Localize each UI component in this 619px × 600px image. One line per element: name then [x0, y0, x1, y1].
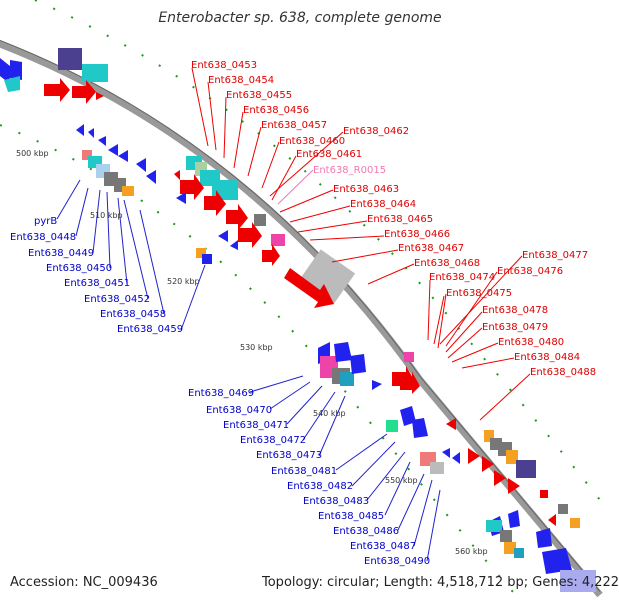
gene-label: Ent638_0478 [482, 305, 548, 316]
gene-label: Ent638_0465 [367, 214, 433, 225]
gene-label: Ent638_0468 [414, 258, 480, 269]
gene-label: Ent638_0452 [84, 294, 150, 305]
reverse-labels-upper: pyrB Ent638_0448 Ent638_0449 Ent638_0450… [10, 216, 183, 335]
gene-label: Ent638_0481 [271, 466, 337, 477]
gene-label: Ent638_0450 [46, 263, 112, 274]
reverse-genes [0, 58, 596, 592]
topology-text: Topology: circular; Length: 4,518,712 bp… [262, 575, 619, 590]
gene-label: Ent638_0483 [303, 496, 369, 507]
leader-line-rna [277, 169, 314, 205]
kbp-label: 520 kbp [167, 277, 200, 286]
kbp-label: 510 kbp [90, 211, 123, 220]
gene-label: Ent638_0488 [530, 367, 596, 378]
gene-label: Ent638_0485 [318, 511, 384, 522]
gene-label: Ent638_0479 [482, 322, 548, 333]
gene-label: Ent638_0469 [188, 388, 254, 399]
gene-label: Ent638_0467 [398, 243, 464, 254]
gene-label: Ent638_0474 [429, 272, 495, 283]
forward-labels-upper: Ent638_0453 Ent638_0454 Ent638_0455 Ent6… [191, 60, 464, 254]
gene-label: Ent638_0449 [28, 248, 94, 259]
gene-label: Ent638_0460 [279, 136, 345, 147]
gene-label: Ent638_0471 [223, 420, 289, 431]
leader-lines-reverse [56, 179, 441, 562]
gene-label: Ent638_0455 [226, 90, 292, 101]
gene-label: pyrB [34, 216, 57, 227]
kbp-labels: 500 kbp 510 kbp 520 kbp 530 kbp 540 kbp … [16, 149, 488, 556]
tick-marks [0, 0, 601, 600]
gene-label: Ent638_0476 [497, 266, 563, 277]
genome-backbone-edge [0, 39, 601, 592]
gene-label: Ent638_0473 [256, 450, 322, 461]
gene-label-rna: Ent638_R0015 [313, 165, 386, 176]
forward-genes [44, 48, 580, 528]
gene-label: Ent638_0463 [333, 184, 399, 195]
kbp-label: 540 kbp [313, 409, 346, 418]
gene-label: Ent638_0477 [522, 250, 588, 261]
kbp-label: 560 kbp [455, 547, 488, 556]
leader-lines-forward [191, 67, 531, 421]
gene-label: Ent638_0490 [364, 556, 430, 567]
gene-label: Ent638_0457 [261, 120, 327, 131]
gene-label: Ent638_0462 [343, 126, 409, 137]
gene-label: Ent638_0470 [206, 405, 272, 416]
reverse-labels-lower: Ent638_0469 Ent638_0470 Ent638_0471 Ent6… [188, 388, 430, 567]
accession-text: Accession: NC_009436 [10, 575, 158, 590]
kbp-label: 530 kbp [240, 343, 273, 352]
kbp-label: 500 kbp [16, 149, 49, 158]
gene-label: Ent638_0486 [333, 526, 399, 537]
forward-labels-lower: Ent638_0477 Ent638_0476 Ent638_0468 Ent6… [414, 250, 596, 378]
gene-label: Ent638_0466 [384, 229, 450, 240]
gene-label: Ent638_0456 [243, 105, 309, 116]
gene-label: Ent638_0480 [498, 337, 564, 348]
gene-label: Ent638_0472 [240, 435, 306, 446]
genome-map: 500 kbp 510 kbp 520 kbp 530 kbp 540 kbp … [0, 0, 603, 600]
gene-label: Ent638_0453 [191, 60, 257, 71]
gene-label: Ent638_0458 [100, 309, 166, 320]
map-title: Enterobacter sp. 638, complete genome [158, 10, 442, 26]
gene-label: Ent638_0448 [10, 232, 76, 243]
gene-label: Ent638_0451 [64, 278, 130, 289]
gene-label: Ent638_0459 [117, 324, 183, 335]
gene-label: Ent638_0454 [208, 75, 274, 86]
genome-backbone [0, 40, 603, 598]
gene-label: Ent638_0464 [350, 199, 416, 210]
gene-label: Ent638_0482 [287, 481, 353, 492]
gene-label: Ent638_0461 [296, 149, 362, 160]
gene-label: Ent638_0487 [350, 541, 416, 552]
gene-label: Ent638_0484 [514, 352, 580, 363]
gene-label: Ent638_0475 [446, 288, 512, 299]
